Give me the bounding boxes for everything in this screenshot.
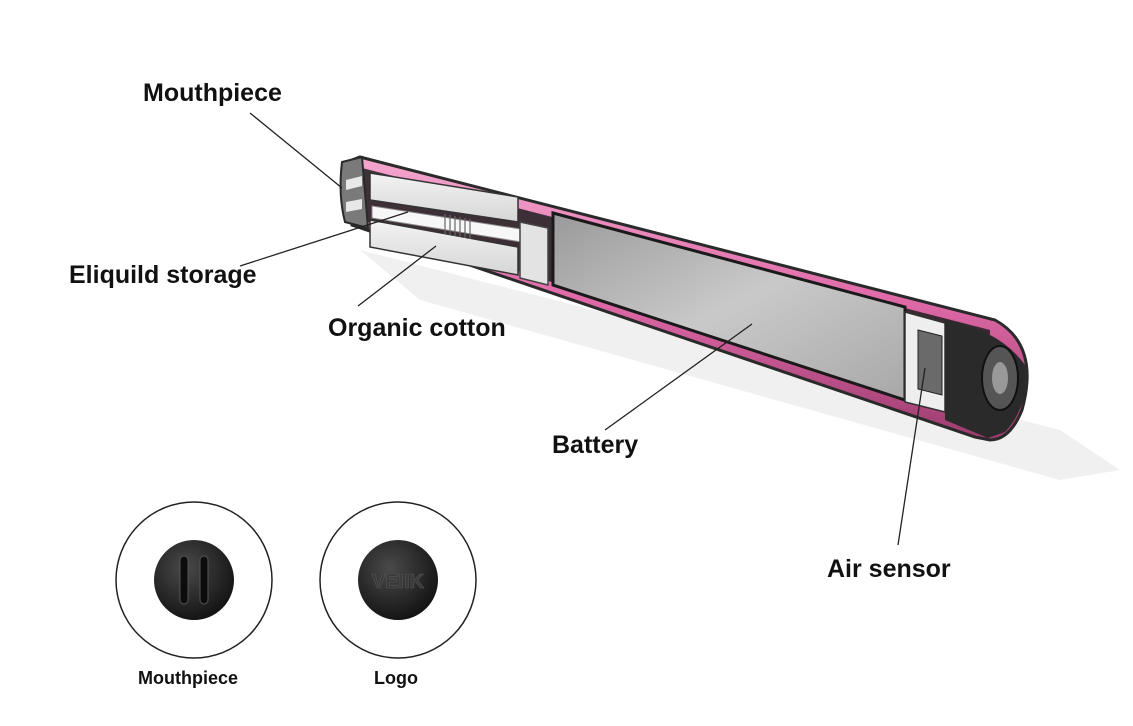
leader-cotton [357,245,437,307]
mouthpiece-knob [154,540,234,620]
caption-mouthpiece: Mouthpiece [138,668,239,688]
label-organic-cotton: Organic cotton [328,314,506,342]
label-mouthpiece: Mouthpiece [143,79,282,107]
label-air-sensor: Air sensor [827,555,951,583]
leader-lines [239,112,926,546]
logo-knob [358,540,438,620]
caption-logo: Logo [374,668,418,688]
end-cap [945,320,1026,438]
mouthpiece-tip [339,155,370,230]
leader-battery [604,323,753,431]
air-sensor-module [904,311,946,413]
leader-eliquid [239,211,409,267]
eliquid-tank [369,172,549,286]
leader-mouthpiece [249,112,343,189]
label-battery: Battery [552,431,639,459]
mouthpiece-detail [115,501,273,659]
label-eliquid-storage: Eliquild storage [69,261,257,289]
logo-detail: VEIIK [319,501,477,659]
coil-icon [444,214,471,239]
logo-mark: VEIIK [372,571,425,593]
leader-air-sensor [897,367,926,546]
device-cutaway [339,155,1029,442]
